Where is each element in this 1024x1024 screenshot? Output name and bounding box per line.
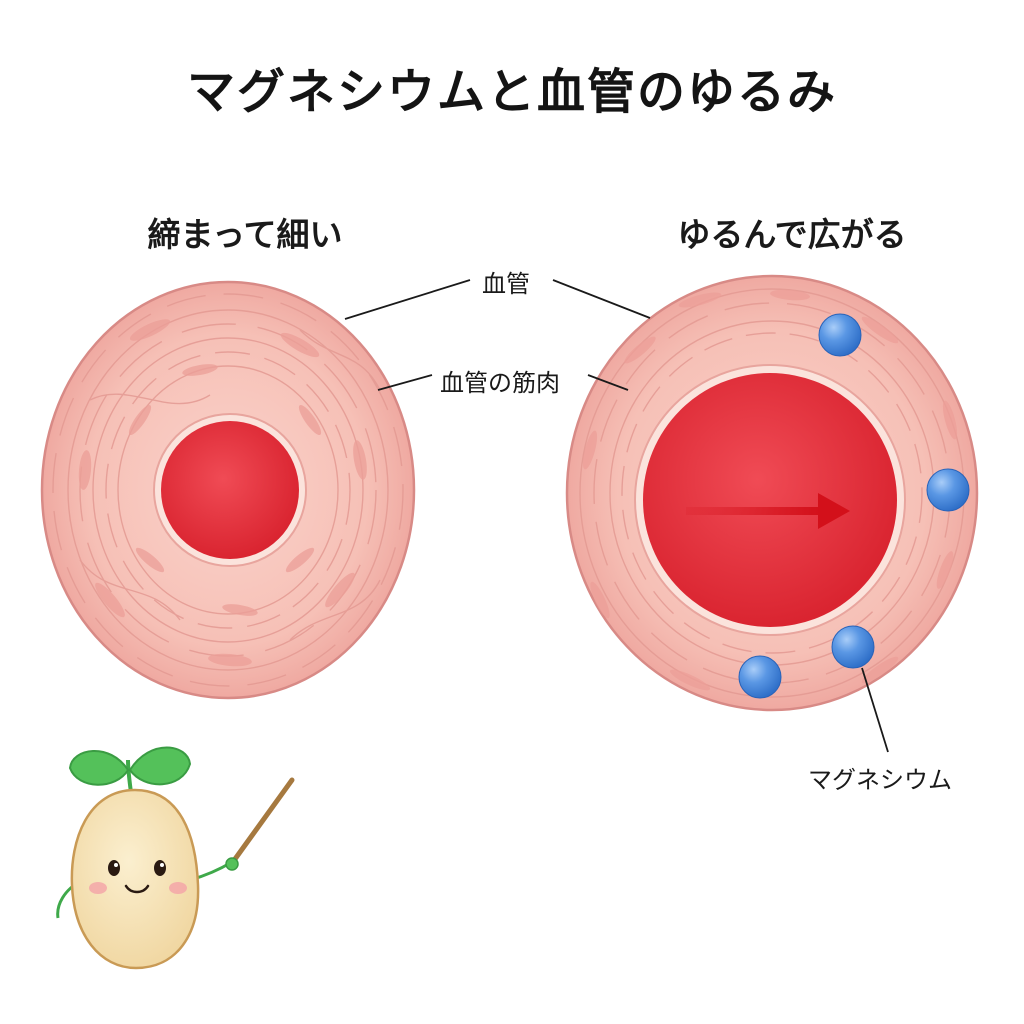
mascot-body [70,788,200,970]
magnesium-ion-icon [818,313,862,357]
mascot-leaf-left [68,750,130,786]
mascot-mouth [124,884,150,894]
constricted-label: 締まって細い [147,215,343,254]
muscle-leader-right [587,374,629,391]
mascot-hand [225,857,239,871]
magnesium-ions [738,313,970,699]
relaxed-vessel [565,274,979,712]
muscle-cells-left [78,319,367,667]
lumen-left [161,421,299,559]
mascot-leaf-right [128,746,192,786]
muscle-cells-right [582,289,958,691]
constricted-vessel [40,280,416,700]
callout-lines [344,279,889,753]
magnesium-ion-icon [831,625,875,669]
page-title: マグネシウムと血管のゆるみ [186,64,837,120]
mascot-cheek-left [89,882,107,894]
vessel-muscle-callout-label: 血管の筋肉 [440,369,560,397]
mascot-eye-left [108,860,120,876]
vessel-leader-left [344,279,471,320]
magnesium-callout-label: マグネシウム [808,766,952,794]
magnesium-ion-icon [738,655,782,699]
muscle-leader-left [377,374,433,391]
vessel-leader-right [552,279,651,319]
lumen-right [643,373,897,627]
magnesium-leader [861,667,889,753]
muscle-fibers-left [52,293,404,687]
vessel-callout-label: 血管 [482,270,530,298]
mascot-eye-right [154,860,166,876]
blood-flow-arrow-icon [686,493,850,529]
sprout-mascot-icon [56,746,295,970]
magnesium-ion-icon [926,468,970,512]
relaxed-label: ゆるんで広がる [677,215,907,254]
mascot-cheek-right [169,882,187,894]
pointer-stick-icon [227,777,295,869]
